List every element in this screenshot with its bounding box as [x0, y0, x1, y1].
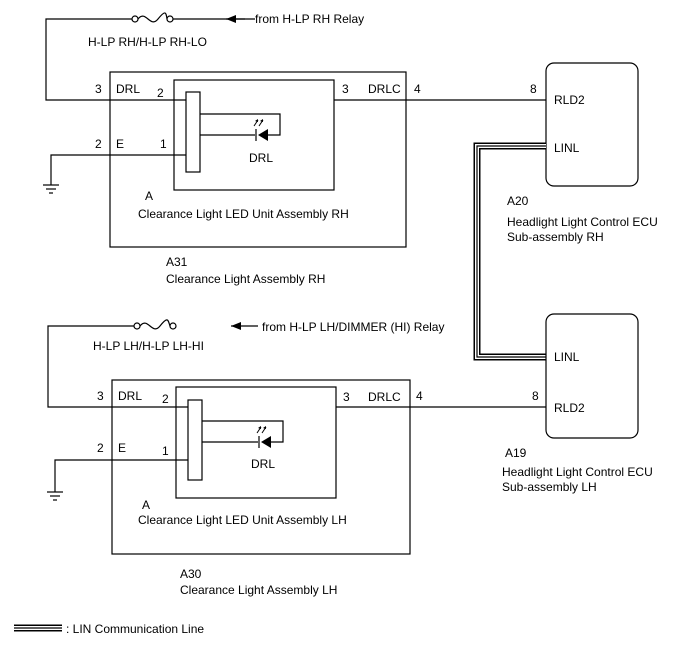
- lh-pin-e: E: [118, 441, 126, 455]
- legend-text: : LIN Communication Line: [66, 622, 204, 636]
- ecu-lh-rld2: RLD2: [554, 401, 585, 415]
- rh-fuse-label: H-LP RH/H-LP RH-LO: [88, 35, 207, 49]
- lh-ground-icon: [47, 491, 63, 501]
- lh-fuse-icon: [133, 319, 177, 330]
- rh-assembly-name: Clearance Light Assembly RH: [166, 272, 325, 286]
- rh-inner-pin3: 3: [342, 82, 349, 96]
- ecu-rh: 8 RLD2 LINL A20 Headlight Light Control …: [507, 62, 658, 244]
- rh-led-label: DRL: [249, 151, 273, 165]
- rh-unit-code: A: [145, 189, 153, 203]
- lh-assembly-name: Clearance Light Assembly LH: [180, 583, 337, 597]
- rh-pin3: 3: [95, 82, 102, 96]
- rh-fuse-icon: [131, 12, 174, 23]
- lh-led-driver-block: [187, 399, 203, 481]
- ecu-rh-code: A20: [507, 194, 529, 208]
- lh-inner-pin2: 2: [162, 392, 169, 406]
- ecu-rh-box: [545, 62, 639, 187]
- ecu-rh-name-line2: Sub-assembly RH: [507, 230, 604, 244]
- ecu-lh-code: A19: [505, 446, 527, 460]
- rh-led-driver-block: [185, 91, 201, 173]
- rh-source-label: from H-LP RH Relay: [255, 12, 364, 26]
- lh-ground-wire: [54, 459, 112, 492]
- ecu-rh-name-line1: Headlight Light Control ECU: [507, 215, 658, 229]
- lh-fuse-to-drl-wire: [47, 325, 134, 408]
- ecu-rh-rld2: RLD2: [554, 93, 585, 107]
- rh-fuse-to-drl-wire: [45, 18, 132, 101]
- lh-fuse-label: H-LP LH/H-LP LH-HI: [93, 339, 204, 353]
- lh-inner-pin1: 1: [162, 444, 169, 458]
- lh-led-label: DRL: [251, 457, 275, 471]
- ecu-lh-name-line2: Sub-assembly LH: [502, 480, 597, 494]
- rh-pin2: 2: [95, 137, 102, 151]
- lh-unit-code: A: [142, 498, 150, 512]
- lh-pin-drl: DRL: [118, 389, 142, 403]
- ecu-lh-name-line1: Headlight Light Control ECU: [502, 465, 653, 479]
- rh-led-loop-wire: [200, 113, 281, 136]
- ecu-rh-linl: LINL: [554, 141, 580, 155]
- rh-inner-pin2: 2: [157, 86, 164, 100]
- rh-inner-pin1: 1: [160, 137, 167, 151]
- rh-pin-drl: DRL: [116, 82, 140, 96]
- ecu-rh-pin8: 8: [530, 82, 537, 96]
- rh-ground-icon: [43, 184, 59, 194]
- lh-pin-drlc: DRLC: [368, 390, 401, 404]
- ecu-lh: LINL 8 RLD2 A19 Headlight Light Control …: [502, 313, 653, 494]
- lh-led-icon: [256, 426, 271, 448]
- lh-led-loop-wire: [202, 420, 284, 443]
- lh-pin2: 2: [97, 441, 104, 455]
- lh-unit-name: Clearance Light LED Unit Assembly LH: [138, 513, 347, 527]
- rh-unit-name: Clearance Light LED Unit Assembly RH: [138, 207, 349, 221]
- rh-ground-wire: [50, 154, 110, 185]
- lin-communication-line: [473, 142, 546, 361]
- ecu-lh-box: [545, 313, 639, 439]
- rh-circuit: from H-LP RH Relay H-LP RH/H-LP RH-LO DR…: [43, 12, 552, 286]
- ecu-lh-pin8: 8: [532, 389, 539, 403]
- rh-assembly-code: A31: [166, 255, 188, 269]
- rh-led-icon: [253, 119, 268, 141]
- lh-assembly-code: A30: [180, 567, 202, 581]
- lh-pin4: 4: [416, 389, 423, 403]
- rh-pin-e: E: [116, 137, 124, 151]
- rh-pin4: 4: [414, 82, 421, 96]
- rh-pin-drlc: DRLC: [368, 82, 401, 96]
- lh-source-label: from H-LP LH/DIMMER (HI) Relay: [262, 320, 444, 334]
- lh-circuit: from H-LP LH/DIMMER (HI) Relay H-LP LH/H…: [47, 319, 552, 597]
- lh-inner-pin3: 3: [343, 390, 350, 404]
- ecu-lh-linl: LINL: [554, 350, 580, 364]
- lh-pin3: 3: [97, 389, 104, 403]
- legend: : LIN Communication Line: [14, 622, 204, 636]
